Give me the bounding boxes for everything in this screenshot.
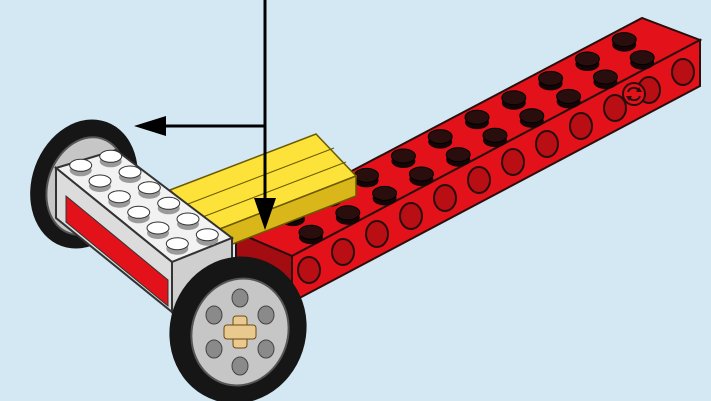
beam-stud xyxy=(355,168,379,182)
brick-stud xyxy=(177,213,199,225)
brick-stud xyxy=(119,166,141,178)
brick-stud xyxy=(158,197,180,209)
brick-stud xyxy=(108,191,130,203)
hub-hole xyxy=(258,340,274,358)
brick-stud xyxy=(138,182,160,194)
brick-stud xyxy=(147,222,169,234)
brick-stud xyxy=(70,159,92,171)
beam-stud xyxy=(373,186,397,200)
beam-stud xyxy=(520,109,544,123)
rotation-arrows-icon xyxy=(623,83,645,105)
beam-hole xyxy=(434,185,456,211)
beam-stud xyxy=(630,51,654,65)
brick-stud xyxy=(128,206,150,218)
beam-hole xyxy=(502,149,524,175)
beam-hole xyxy=(536,131,558,157)
beam-hole xyxy=(604,95,626,121)
brick-stud xyxy=(196,229,218,241)
beam-stud xyxy=(428,130,452,144)
beam-hole xyxy=(468,167,490,193)
beam-stud xyxy=(336,206,360,220)
beam-stud xyxy=(575,52,599,66)
beam-stud xyxy=(593,70,617,84)
brick-stud xyxy=(166,238,188,250)
beam-stud xyxy=(446,148,470,162)
beam-hole xyxy=(570,113,592,139)
beam-stud xyxy=(465,110,489,124)
beam-hole xyxy=(332,239,354,265)
beam-hole xyxy=(366,221,388,247)
brick-stud xyxy=(100,150,122,162)
hub-hole xyxy=(232,357,248,375)
beam-stud xyxy=(612,33,636,47)
hub-hole xyxy=(232,289,248,307)
hub-hole xyxy=(206,306,222,324)
beam-stud xyxy=(502,91,526,105)
hub-hole xyxy=(206,340,222,358)
beam-hole xyxy=(672,59,694,85)
beam-stud xyxy=(409,167,433,181)
beam-stud xyxy=(391,149,415,163)
beam-stud xyxy=(557,89,581,103)
beam-stud xyxy=(539,71,563,85)
hub-hole xyxy=(258,306,274,324)
axle-end xyxy=(224,325,256,339)
beam-hole xyxy=(400,203,422,229)
beam-hole xyxy=(298,257,320,283)
brick-stud xyxy=(89,175,111,187)
beam-stud xyxy=(299,225,323,239)
beam-stud xyxy=(483,128,507,142)
